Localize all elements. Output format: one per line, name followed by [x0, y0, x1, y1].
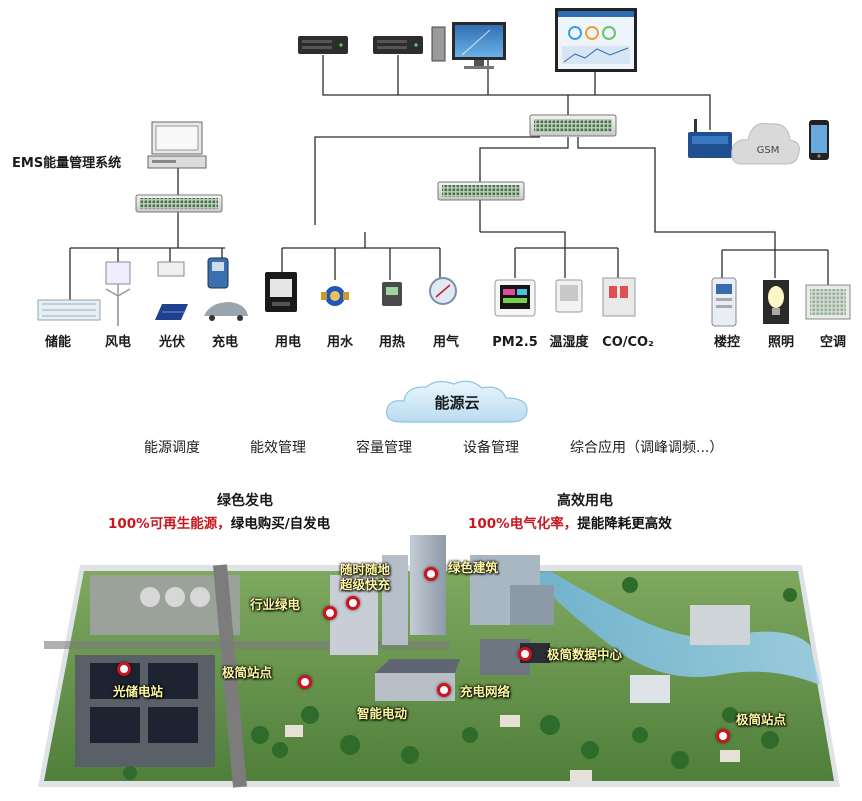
- network-switch-icon: [135, 194, 223, 213]
- heat-meter-icon: [382, 282, 402, 306]
- item-label: 充电: [212, 334, 238, 350]
- pin-label-anytime: 随时随地: [340, 562, 391, 577]
- location-pin-icon[interactable]: [437, 683, 451, 697]
- power-meter-icon: [265, 272, 297, 312]
- pin-label-charging-network: 充电网络: [460, 684, 511, 699]
- item-label: 储能: [44, 334, 71, 350]
- location-pin-icon[interactable]: [117, 662, 131, 676]
- item-label: 用气: [432, 334, 459, 350]
- service-item: 综合应用（调峰调频...）: [570, 440, 724, 456]
- smartphone-icon: [809, 120, 829, 160]
- solar-panel-icon: [155, 261, 188, 320]
- green-generation-rest: 绿电购买/自发电: [230, 516, 331, 532]
- item-label: 用电: [274, 334, 301, 350]
- item-label: 照明: [768, 335, 794, 350]
- energy-storage-icon: [37, 299, 101, 321]
- location-pin-icon[interactable]: [323, 606, 337, 620]
- pin-label-data-center: 极简数据中心: [547, 647, 623, 662]
- item-label: 楼控: [714, 334, 740, 350]
- service-item: 容量管理: [356, 440, 412, 456]
- service-item: 能效管理: [250, 440, 306, 456]
- thermo-hygrometer-icon: [555, 279, 583, 313]
- green-generation-subtitle: 100%可再生能源，绿电购买/自发电: [108, 512, 330, 532]
- item-label: 用热: [378, 334, 405, 350]
- pin-label-green-building: 绿色建筑: [448, 560, 499, 575]
- network-topology-diagram: GSM EMS能量管理系统: [12, 8, 851, 350]
- ems-label: EMS能量管理系统: [12, 155, 121, 171]
- gas-meter-icon: [429, 277, 457, 305]
- service-item: 设备管理: [463, 440, 519, 456]
- item-label: 用水: [326, 334, 354, 350]
- efficient-usage-highlight: 100%电气化率，: [468, 516, 578, 532]
- cloud-label: 能源云: [434, 394, 480, 412]
- wind-turbine-icon: [105, 261, 131, 326]
- item-label: 光伏: [158, 334, 185, 350]
- lighting-bulb-icon: [763, 280, 789, 324]
- pin-label-industry-green: 行业绿电: [250, 597, 301, 612]
- item-label: CO/CO₂: [602, 335, 654, 350]
- item-label: 空调: [820, 334, 846, 350]
- monitoring-dashboard-icon: [555, 8, 637, 72]
- gsm-cloud-icon: [731, 122, 800, 165]
- gsm-label: GSM: [757, 145, 780, 156]
- item-label: 温湿度: [549, 334, 589, 350]
- item-label: 风电: [105, 334, 131, 350]
- air-quality-monitor-icon: [494, 279, 536, 317]
- efficient-usage-title: 高效用电: [557, 493, 613, 509]
- desktop-computer-icon: [431, 22, 506, 69]
- green-generation-title: 绿色发电: [217, 493, 273, 509]
- air-conditioner-icon: [805, 284, 851, 320]
- service-item: 能源调度: [144, 440, 200, 456]
- item-label: PM2.5: [492, 335, 538, 350]
- pin-label-super-charge: 超级快充: [340, 577, 391, 592]
- connection-lines: [69, 55, 829, 300]
- server-icon: [298, 36, 348, 54]
- energy-cloud: 能源云: [382, 378, 532, 426]
- location-pin-icon[interactable]: [518, 647, 532, 661]
- co2-sensor-icon: [602, 277, 636, 317]
- server-icon: [373, 36, 423, 54]
- location-pin-icon[interactable]: [424, 567, 438, 581]
- network-switch-icon: [529, 114, 617, 137]
- building-control-icon: [711, 277, 737, 327]
- location-pin-icon[interactable]: [716, 729, 730, 743]
- efficient-usage-subtitle: 100%电气化率，提能降耗更高效: [468, 512, 672, 532]
- location-pin-icon[interactable]: [346, 596, 360, 610]
- pin-label-solar-storage: 光储电站: [113, 684, 164, 699]
- efficient-usage-rest: 提能降耗更高效: [577, 516, 672, 532]
- gsm-modem-icon: [688, 119, 732, 158]
- pin-label-simple-site-right: 极简站点: [736, 712, 787, 727]
- water-meter-icon: [321, 286, 349, 306]
- ev-charger-icon: [204, 257, 248, 321]
- ems-computer-icon: [147, 121, 207, 169]
- smart-city-illustration: [38, 535, 840, 788]
- pin-label-smart-ev: 智能电动: [357, 706, 408, 721]
- green-generation-highlight: 100%可再生能源，: [108, 516, 231, 532]
- location-pin-icon[interactable]: [298, 675, 312, 689]
- network-switch-icon: [437, 181, 525, 201]
- pin-label-simple-site: 极简站点: [222, 665, 273, 680]
- cloud-icon: [385, 380, 528, 423]
